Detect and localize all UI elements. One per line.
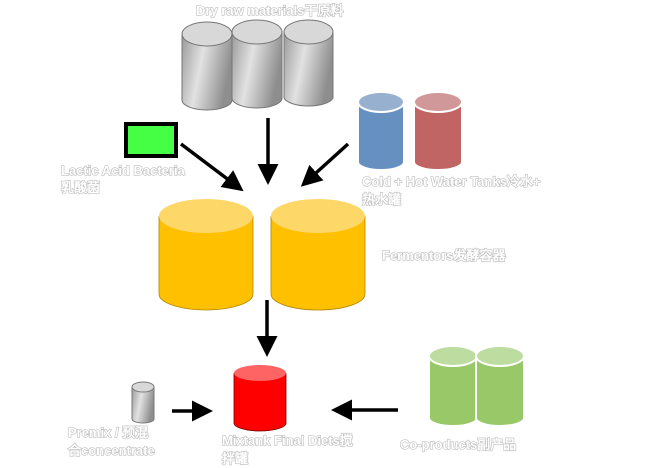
fermentor-2 bbox=[270, 199, 366, 311]
coproduct-tank-2 bbox=[475, 345, 525, 427]
label-mixtank-line2: 拌罐 bbox=[222, 451, 248, 466]
label-mixtank-line1: Mixtank Final Diets搅 bbox=[222, 433, 353, 448]
cold-water-tank bbox=[357, 91, 405, 171]
label-water-line2: 热水罐 bbox=[362, 192, 401, 207]
coproduct-tank-1 bbox=[428, 345, 478, 427]
label-dry-raw-materials: Dry raw materials干原料 bbox=[196, 3, 343, 18]
lactic-acid-bacteria-box bbox=[124, 122, 178, 158]
water-tanks bbox=[357, 91, 463, 171]
label-water-line1: Cold + Hot Water Tanks冷水+ bbox=[362, 174, 541, 189]
mixtank bbox=[233, 365, 287, 432]
label-coproducts: Co-products副产品 bbox=[400, 437, 516, 452]
dry-raw-material-tanks bbox=[181, 19, 334, 111]
label-premix-line2: 合concentrate bbox=[68, 443, 155, 458]
fermentor-1 bbox=[158, 199, 254, 311]
fermentor-tanks bbox=[158, 199, 366, 311]
grey-tank-1 bbox=[181, 21, 233, 111]
label-lactic-line1: Lactic Acid Bacteria bbox=[61, 163, 186, 178]
label-fermentors: Fermentors发酵容器 bbox=[382, 248, 507, 263]
label-premix-line1: Premix / 预混 bbox=[68, 425, 148, 440]
arrow-water-to-fermentor bbox=[300, 142, 350, 187]
arrow-bacteria-to-fermentor bbox=[179, 142, 244, 192]
grey-tank-3 bbox=[283, 19, 334, 107]
premix-tank bbox=[131, 381, 155, 424]
label-lactic-line2: 乳酸菌 bbox=[61, 180, 100, 195]
hot-water-tank bbox=[413, 91, 463, 171]
coproduct-tanks bbox=[428, 345, 525, 427]
grey-tank-2 bbox=[231, 19, 283, 109]
